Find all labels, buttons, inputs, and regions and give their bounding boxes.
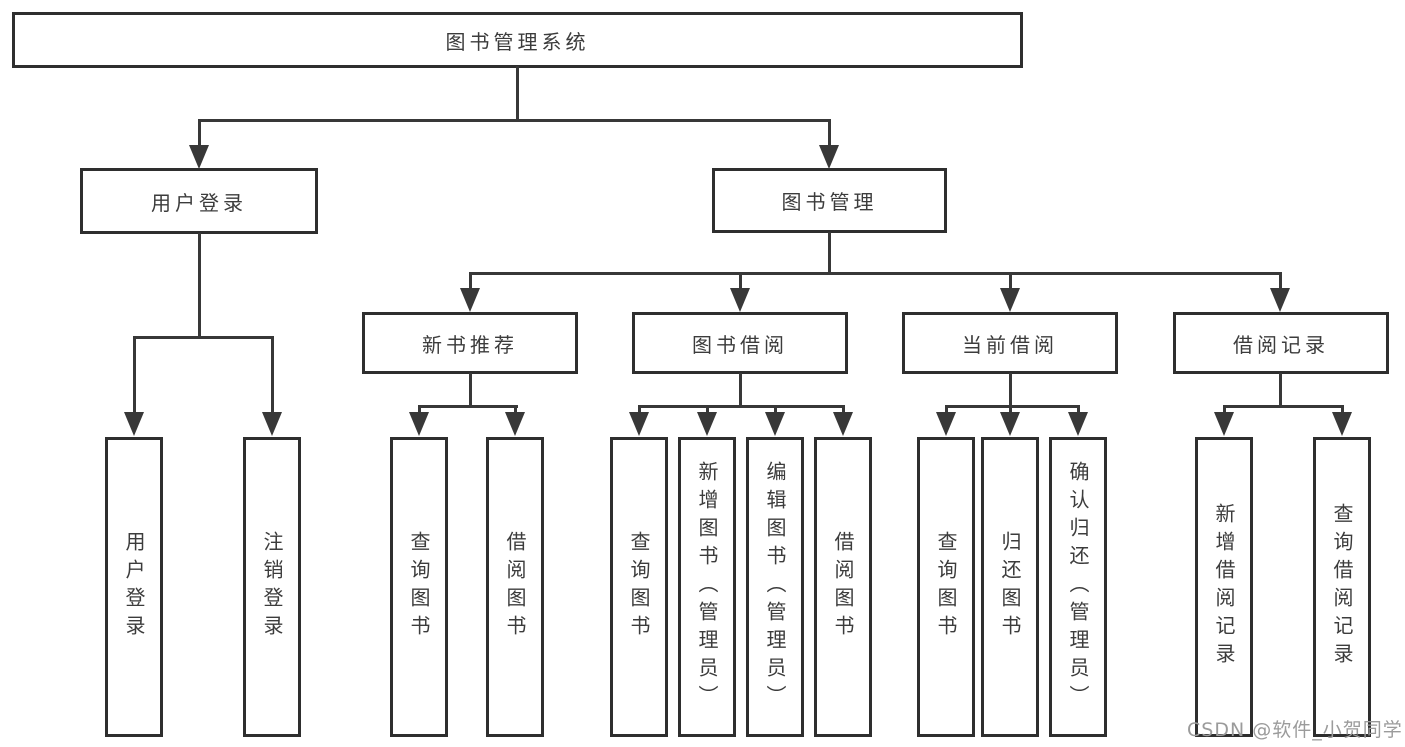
leaf-cb-return-books: 归还图书 — [981, 437, 1039, 737]
leaf-rec-query-books: 查询图书 — [390, 437, 448, 737]
node-label: 归还图书 — [998, 531, 1022, 643]
arrow-down-icon — [1068, 412, 1088, 436]
connector-line — [739, 373, 742, 407]
node-book-management: 图书管理 — [712, 168, 947, 233]
connector-line — [638, 405, 845, 408]
connector-line — [1009, 272, 1012, 292]
connector-line — [271, 336, 274, 416]
connector-line — [469, 272, 472, 292]
connector-line — [418, 405, 518, 408]
leaf-bb-borrow-books: 借阅图书 — [814, 437, 872, 737]
leaf-br-add-record: 新增借阅记录 — [1195, 437, 1253, 737]
connector-line — [828, 119, 831, 149]
connector-line — [1341, 405, 1344, 415]
connector-line — [1009, 405, 1012, 415]
node-label: 查询图书 — [934, 531, 958, 643]
node-label: 图书管理系统 — [445, 29, 590, 54]
leaf-user-login: 用户登录 — [105, 437, 163, 737]
arrow-down-icon — [1214, 412, 1234, 436]
connector-line — [514, 405, 517, 415]
connector-line — [638, 405, 641, 415]
leaf-bb-edit-books-admin: 编辑图书（管理员） — [746, 437, 804, 737]
connector-line — [133, 336, 136, 416]
connector-line — [516, 66, 519, 120]
arrow-down-icon — [833, 412, 853, 436]
node-current-borrow: 当前借阅 — [902, 312, 1118, 374]
arrow-down-icon — [629, 412, 649, 436]
node-user-login: 用户登录 — [80, 168, 318, 234]
arrow-down-icon — [505, 412, 525, 436]
leaf-rec-borrow-books: 借阅图书 — [486, 437, 544, 737]
connector-line — [133, 336, 274, 339]
node-label: 图书管理 — [781, 190, 878, 214]
node-label: 确认归还（管理员） — [1066, 461, 1090, 713]
connector-line — [945, 405, 1079, 408]
node-label: 用户登录 — [151, 190, 247, 215]
connector-line — [1223, 405, 1344, 408]
connector-line — [1279, 373, 1282, 407]
arrow-down-icon — [697, 412, 717, 436]
node-label: 注销登录 — [260, 531, 284, 643]
connector-line — [828, 232, 831, 274]
connector-line — [198, 233, 201, 338]
connector-line — [198, 119, 201, 149]
arrow-down-icon — [730, 288, 750, 312]
arrow-down-icon — [819, 145, 839, 169]
node-borrow-records: 借阅记录 — [1173, 312, 1389, 374]
connector-line — [1223, 405, 1226, 415]
node-label: 借阅图书 — [503, 531, 527, 643]
connector-line — [1279, 272, 1282, 292]
node-label: 图书借阅 — [692, 332, 788, 357]
watermark: CSDN @软件_小贺同学 — [1187, 719, 1403, 741]
node-label: 查询图书 — [627, 531, 651, 643]
arrow-down-icon — [765, 412, 785, 436]
connector-line — [418, 405, 421, 415]
arrow-down-icon — [409, 412, 429, 436]
connector-line — [842, 405, 845, 415]
leaf-cb-query-books: 查询图书 — [917, 437, 975, 737]
node-label: 编辑图书（管理员） — [763, 461, 787, 713]
arrow-down-icon — [1270, 288, 1290, 312]
node-label: 新增借阅记录 — [1212, 503, 1236, 671]
node-new-book-recommend: 新书推荐 — [362, 312, 578, 374]
leaf-bb-query-books: 查询图书 — [610, 437, 668, 737]
arrow-down-icon — [189, 145, 209, 169]
arrow-down-icon — [124, 412, 144, 436]
node-label: 用户登录 — [122, 531, 146, 643]
node-book-borrow: 图书借阅 — [632, 312, 848, 374]
arrow-down-icon — [460, 288, 480, 312]
node-label: 新增图书（管理员） — [695, 461, 719, 713]
leaf-cb-confirm-return-admin: 确认归还（管理员） — [1049, 437, 1107, 737]
node-label: 借阅记录 — [1233, 332, 1329, 357]
connector-line — [1009, 373, 1012, 407]
connector-line — [469, 272, 1282, 275]
node-label: 借阅图书 — [831, 531, 855, 643]
connector-line — [198, 119, 831, 122]
leaf-br-query-record: 查询借阅记录 — [1313, 437, 1371, 737]
arrow-down-icon — [936, 412, 956, 436]
arrow-down-icon — [1332, 412, 1352, 436]
connector-line — [945, 405, 948, 415]
leaf-logout: 注销登录 — [243, 437, 301, 737]
node-label: 查询图书 — [407, 531, 431, 643]
leaf-bb-add-books-admin: 新增图书（管理员） — [678, 437, 736, 737]
arrow-down-icon — [1000, 288, 1020, 312]
arrow-down-icon — [1000, 412, 1020, 436]
node-root-library-system: 图书管理系统 — [12, 12, 1023, 68]
connector-line — [739, 272, 742, 292]
node-label: 查询借阅记录 — [1330, 503, 1354, 671]
arrow-down-icon — [262, 412, 282, 436]
connector-line — [1077, 405, 1080, 415]
node-label: 当前借阅 — [962, 332, 1058, 357]
connector-line — [469, 373, 472, 407]
node-label: 新书推荐 — [422, 332, 518, 357]
connector-line — [774, 405, 777, 415]
connector-line — [706, 405, 709, 415]
